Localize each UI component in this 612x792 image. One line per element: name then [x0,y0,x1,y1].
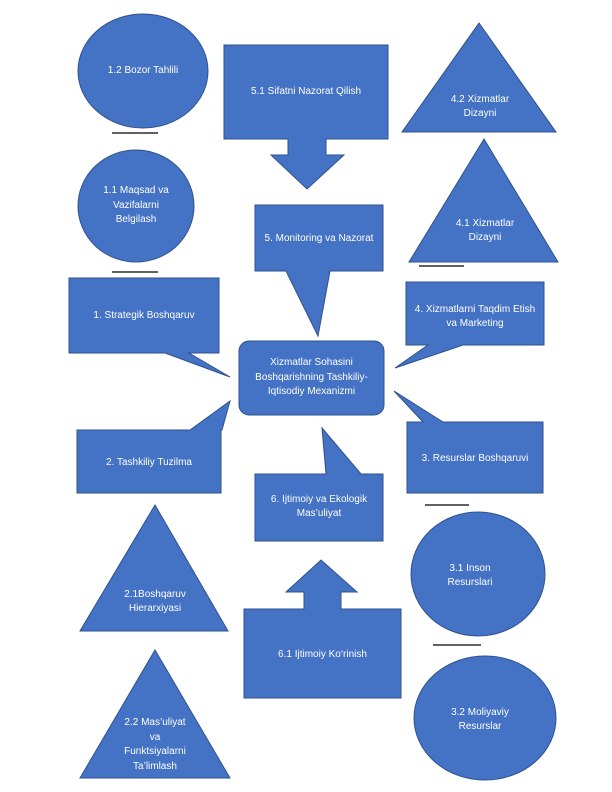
node-6-1-up-arrow [243,559,402,699]
node-3-2-label: 3.2 Moliyaviy Resurslar [451,706,509,733]
node-1-callout [68,277,231,378]
node-2-1-label: 2.1Boshqaruv Hierarxiyasi [124,588,186,615]
node-4-label: 4. Xizmatlarni Taqdim Etish va Marketing [414,303,536,330]
center-label: Xizmatlar Sohasini Boshqarishning Tashki… [255,357,368,398]
node-4-2-triangle [401,22,557,133]
node-3-2-circle [413,655,557,781]
node-1-label: 1. Strategik Boshqaruv [93,309,195,321]
node-1-2-label: 1.2 Bozor Tahlili [107,64,179,76]
node-1-1-circle [77,149,195,263]
node-4-callout [394,281,545,369]
node-1-2-circle [77,13,209,129]
node-4-2-label: 4.2 Xizmatlar Dizayni [450,93,510,120]
node-2-callout [76,399,231,494]
node-6-callout [254,426,384,542]
node-4-1-label: 4.1 Xizmatlar Dizayni [455,217,515,244]
node-3-1-label: 3.1 Inson Resurslari [447,562,493,589]
node-5-label: 5. Monitoring va Nazorat [264,232,374,244]
node-6-1-label: 6.1 Ijtimoiy Ko‘rinish [278,648,367,660]
node-1-1-label: 1.1 Maqsad va Vazifalarni Belgilash [103,185,169,226]
node-4-1-triangle [408,138,559,263]
node-3-label: 3. Resurslar Boshqaruvi [421,452,529,464]
node-3-callout [393,390,544,494]
node-2-label: 2. Tashkiliy Tuzilma [106,456,192,468]
node-2-1-triangle [79,504,229,632]
node-5-1-down-arrow [223,44,389,190]
node-2-2-triangle [79,649,231,779]
center-box [238,340,385,416]
node-3-1-circle [410,511,546,637]
node-5-callout [254,204,384,338]
node-5-1-label: 5.1 Sifatni Nazorat Qilish [250,85,362,97]
node-6-label: 6. Ijtimoiy va Ekologik Mas’uliyat [270,493,368,520]
node-2-2-label: 2.2 Mas’uliyat va Funktsiyalarni Ta’liml… [124,717,186,772]
